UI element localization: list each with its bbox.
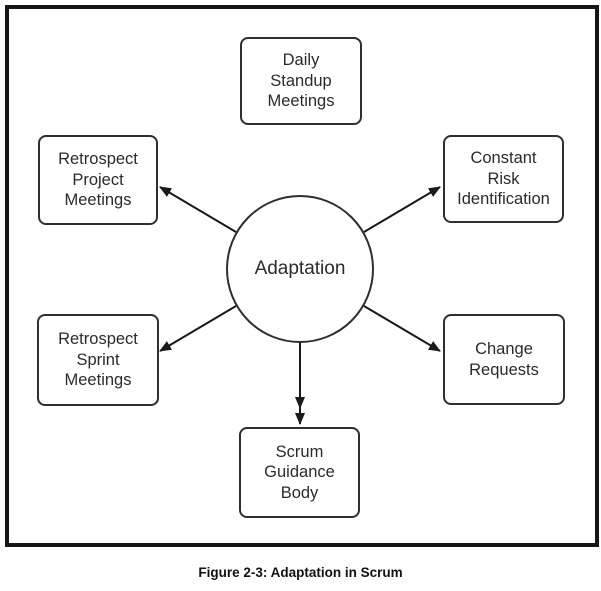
center-node-label: Adaptation — [254, 257, 346, 279]
node-scrum-guidance-body: Scrum Guidance Body — [239, 427, 360, 518]
node-daily-standup-meetings: Daily Standup Meetings — [240, 37, 362, 125]
node-label: Change Requests — [469, 340, 539, 379]
node-label: Retrospect Project Meetings — [58, 150, 138, 210]
node-constant-risk-identification: Constant Risk Identification — [443, 135, 564, 223]
node-label: Daily Standup Meetings — [267, 51, 335, 111]
figure-caption: Figure 2-3: Adaptation in Scrum — [198, 565, 403, 580]
node-retrospect-sprint-meetings: Retrospect Sprint Meetings — [37, 314, 159, 406]
node-change-requests: Change Requests — [443, 314, 565, 405]
node-label: Constant Risk Identification — [457, 149, 550, 209]
arrow-center-to-retrospect-project — [159, 186, 237, 233]
node-retrospect-project-meetings: Retrospect Project Meetings — [38, 135, 158, 225]
arrow-center-to-retrospect-sprint — [159, 305, 237, 352]
node-label: Scrum Guidance Body — [264, 442, 335, 502]
center-node-adaptation: Adaptation — [226, 195, 374, 343]
arrow-center-to-constant-risk — [363, 186, 441, 233]
node-label: Retrospect Sprint Meetings — [58, 330, 138, 390]
arrow-center-to-change-requests — [363, 305, 441, 352]
